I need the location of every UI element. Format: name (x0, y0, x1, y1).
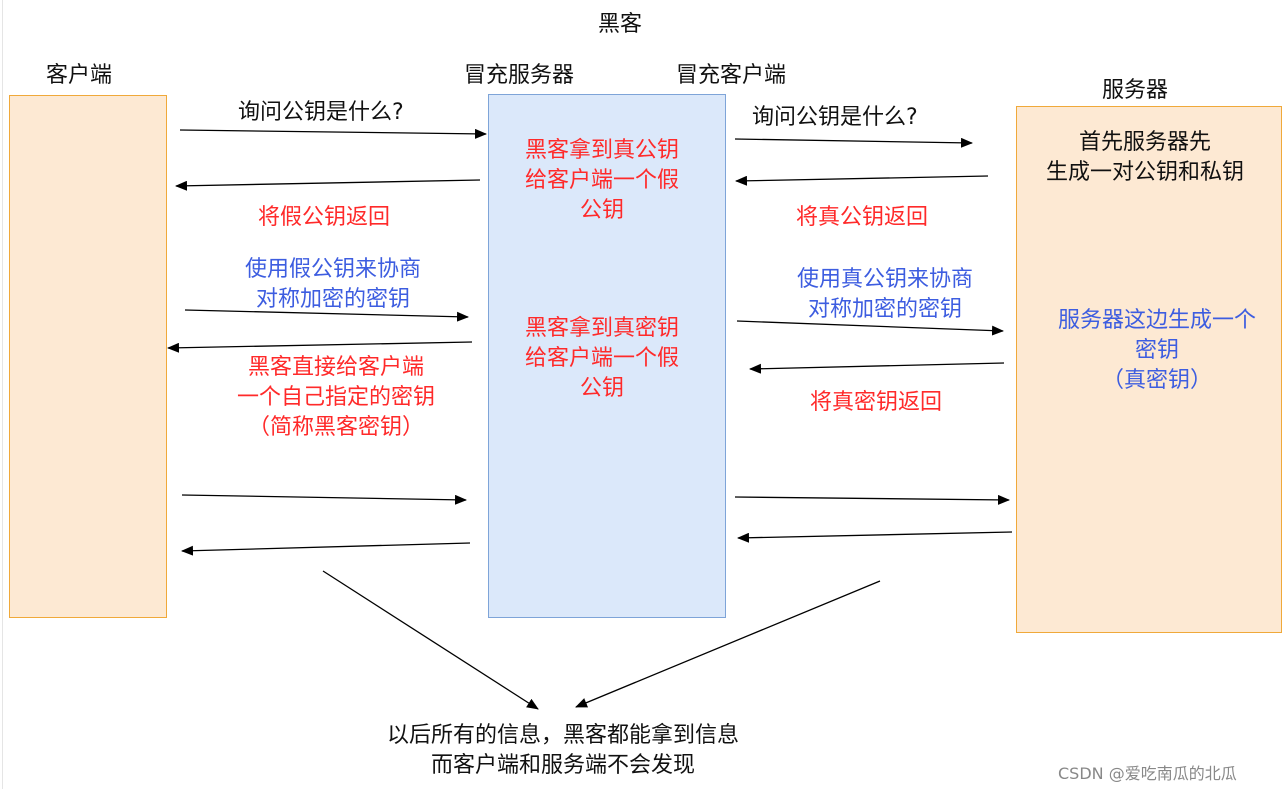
arrow-right-to-conclusion (575, 580, 881, 708)
msg-return-real-key: 将真密钥返回 (810, 390, 943, 415)
left-edge-line (2, 0, 3, 789)
hacker-step-2-text: 黑客拿到真密钥 给客户端一个假 公钥 (488, 314, 716, 404)
arrow-fake-client-data-out (734, 494, 1010, 505)
hacker-box (488, 94, 726, 618)
server-step-2-line-1: 服务器这边生成一个 (1057, 308, 1256, 333)
msg-hacker-key: 黑客直接给客户端 一个自己指定的密钥 （简称黑客密钥） (196, 353, 476, 443)
arrow-client-data-out (181, 494, 467, 505)
hacker-step-2-line-3: 公钥 (579, 376, 624, 401)
hacker-step-1-line-3: 公钥 (579, 198, 624, 223)
server-step-2-text: 服务器这边生成一个 密钥 （真密钥） (1030, 306, 1284, 396)
msg-hacker-key-line-3: （简称黑客密钥） (247, 415, 424, 440)
server-step-1-text: 首先服务器先 生成一对公钥和私钥 (1018, 128, 1272, 188)
client-box (9, 95, 167, 618)
arrow-client-negotiate (184, 309, 469, 322)
arrow-real-key-to-fake-client (749, 362, 1005, 374)
server-step-1-line-2: 生成一对公钥和私钥 (1045, 160, 1244, 185)
server-step-1-line-1: 首先服务器先 (1078, 130, 1211, 155)
msg-hacker-key-line-2: 一个自己指定的密钥 (236, 385, 435, 410)
label-fake-server: 冒充服务器 (464, 63, 575, 88)
label-client: 客户端 (46, 63, 113, 88)
conclusion-line-1: 以后所有的信息，黑客都能拿到信息 (386, 723, 739, 748)
server-step-2-line-3: （真密钥） (1101, 368, 1212, 393)
msg-return-fake-pubkey: 将假公钥返回 (258, 205, 391, 230)
arrow-client-ask-pubkey (179, 128, 487, 139)
label-fake-client: 冒充客户端 (676, 63, 787, 88)
server-box (1016, 106, 1282, 633)
msg-ask-pubkey-right: 询问公钥是什么? (752, 105, 918, 130)
hacker-step-1-line-1: 黑客拿到真公钥 (524, 138, 679, 163)
msg-negotiate-real-line-2: 对称加密的密钥 (807, 297, 962, 322)
server-step-2-line-2: 密钥 (1134, 338, 1179, 363)
hacker-step-1-line-2: 给客户端一个假 (524, 168, 679, 193)
msg-negotiate-fake: 使用假公钥来协商 对称加密的密钥 (208, 255, 458, 315)
msg-return-real-pubkey: 将真公钥返回 (796, 205, 929, 230)
arrow-data-to-fake-client (737, 531, 1013, 543)
msg-negotiate-fake-line-2: 对称加密的密钥 (255, 287, 410, 312)
conclusion-line-2: 而客户端和服务端不会发现 (430, 753, 695, 778)
hacker-step-2-line-2: 给客户端一个假 (524, 346, 679, 371)
arrow-data-to-client (181, 542, 471, 556)
arrow-fake-client-ask-pubkey (734, 137, 973, 148)
arrow-fake-client-negotiate (736, 320, 1004, 336)
conclusion-text: 以后所有的信息，黑客都能拿到信息 而客户端和服务端不会发现 (343, 721, 783, 781)
arrow-left-to-conclusion (322, 570, 539, 710)
hacker-step-1-text: 黑客拿到真公钥 给客户端一个假 公钥 (488, 136, 716, 226)
arrow-fake-pubkey-to-client (175, 179, 481, 191)
msg-negotiate-fake-line-1: 使用假公钥来协商 (244, 257, 421, 282)
msg-negotiate-real: 使用真公钥来协商 对称加密的密钥 (760, 265, 1010, 325)
csdn-watermark: CSDN @爱吃南瓜的北瓜 (1058, 764, 1237, 783)
hacker-step-2-line-1: 黑客拿到真密钥 (524, 316, 679, 341)
diagram-title: 黑客 (598, 12, 643, 37)
label-server: 服务器 (1102, 78, 1169, 103)
msg-ask-pubkey-left: 询问公钥是什么? (238, 100, 404, 125)
arrow-real-pubkey-to-fake-client (735, 175, 989, 186)
msg-hacker-key-line-1: 黑客直接给客户端 (247, 355, 424, 380)
arrow-hacker-key-to-client (167, 341, 473, 353)
msg-negotiate-real-line-1: 使用真公钥来协商 (796, 267, 973, 292)
